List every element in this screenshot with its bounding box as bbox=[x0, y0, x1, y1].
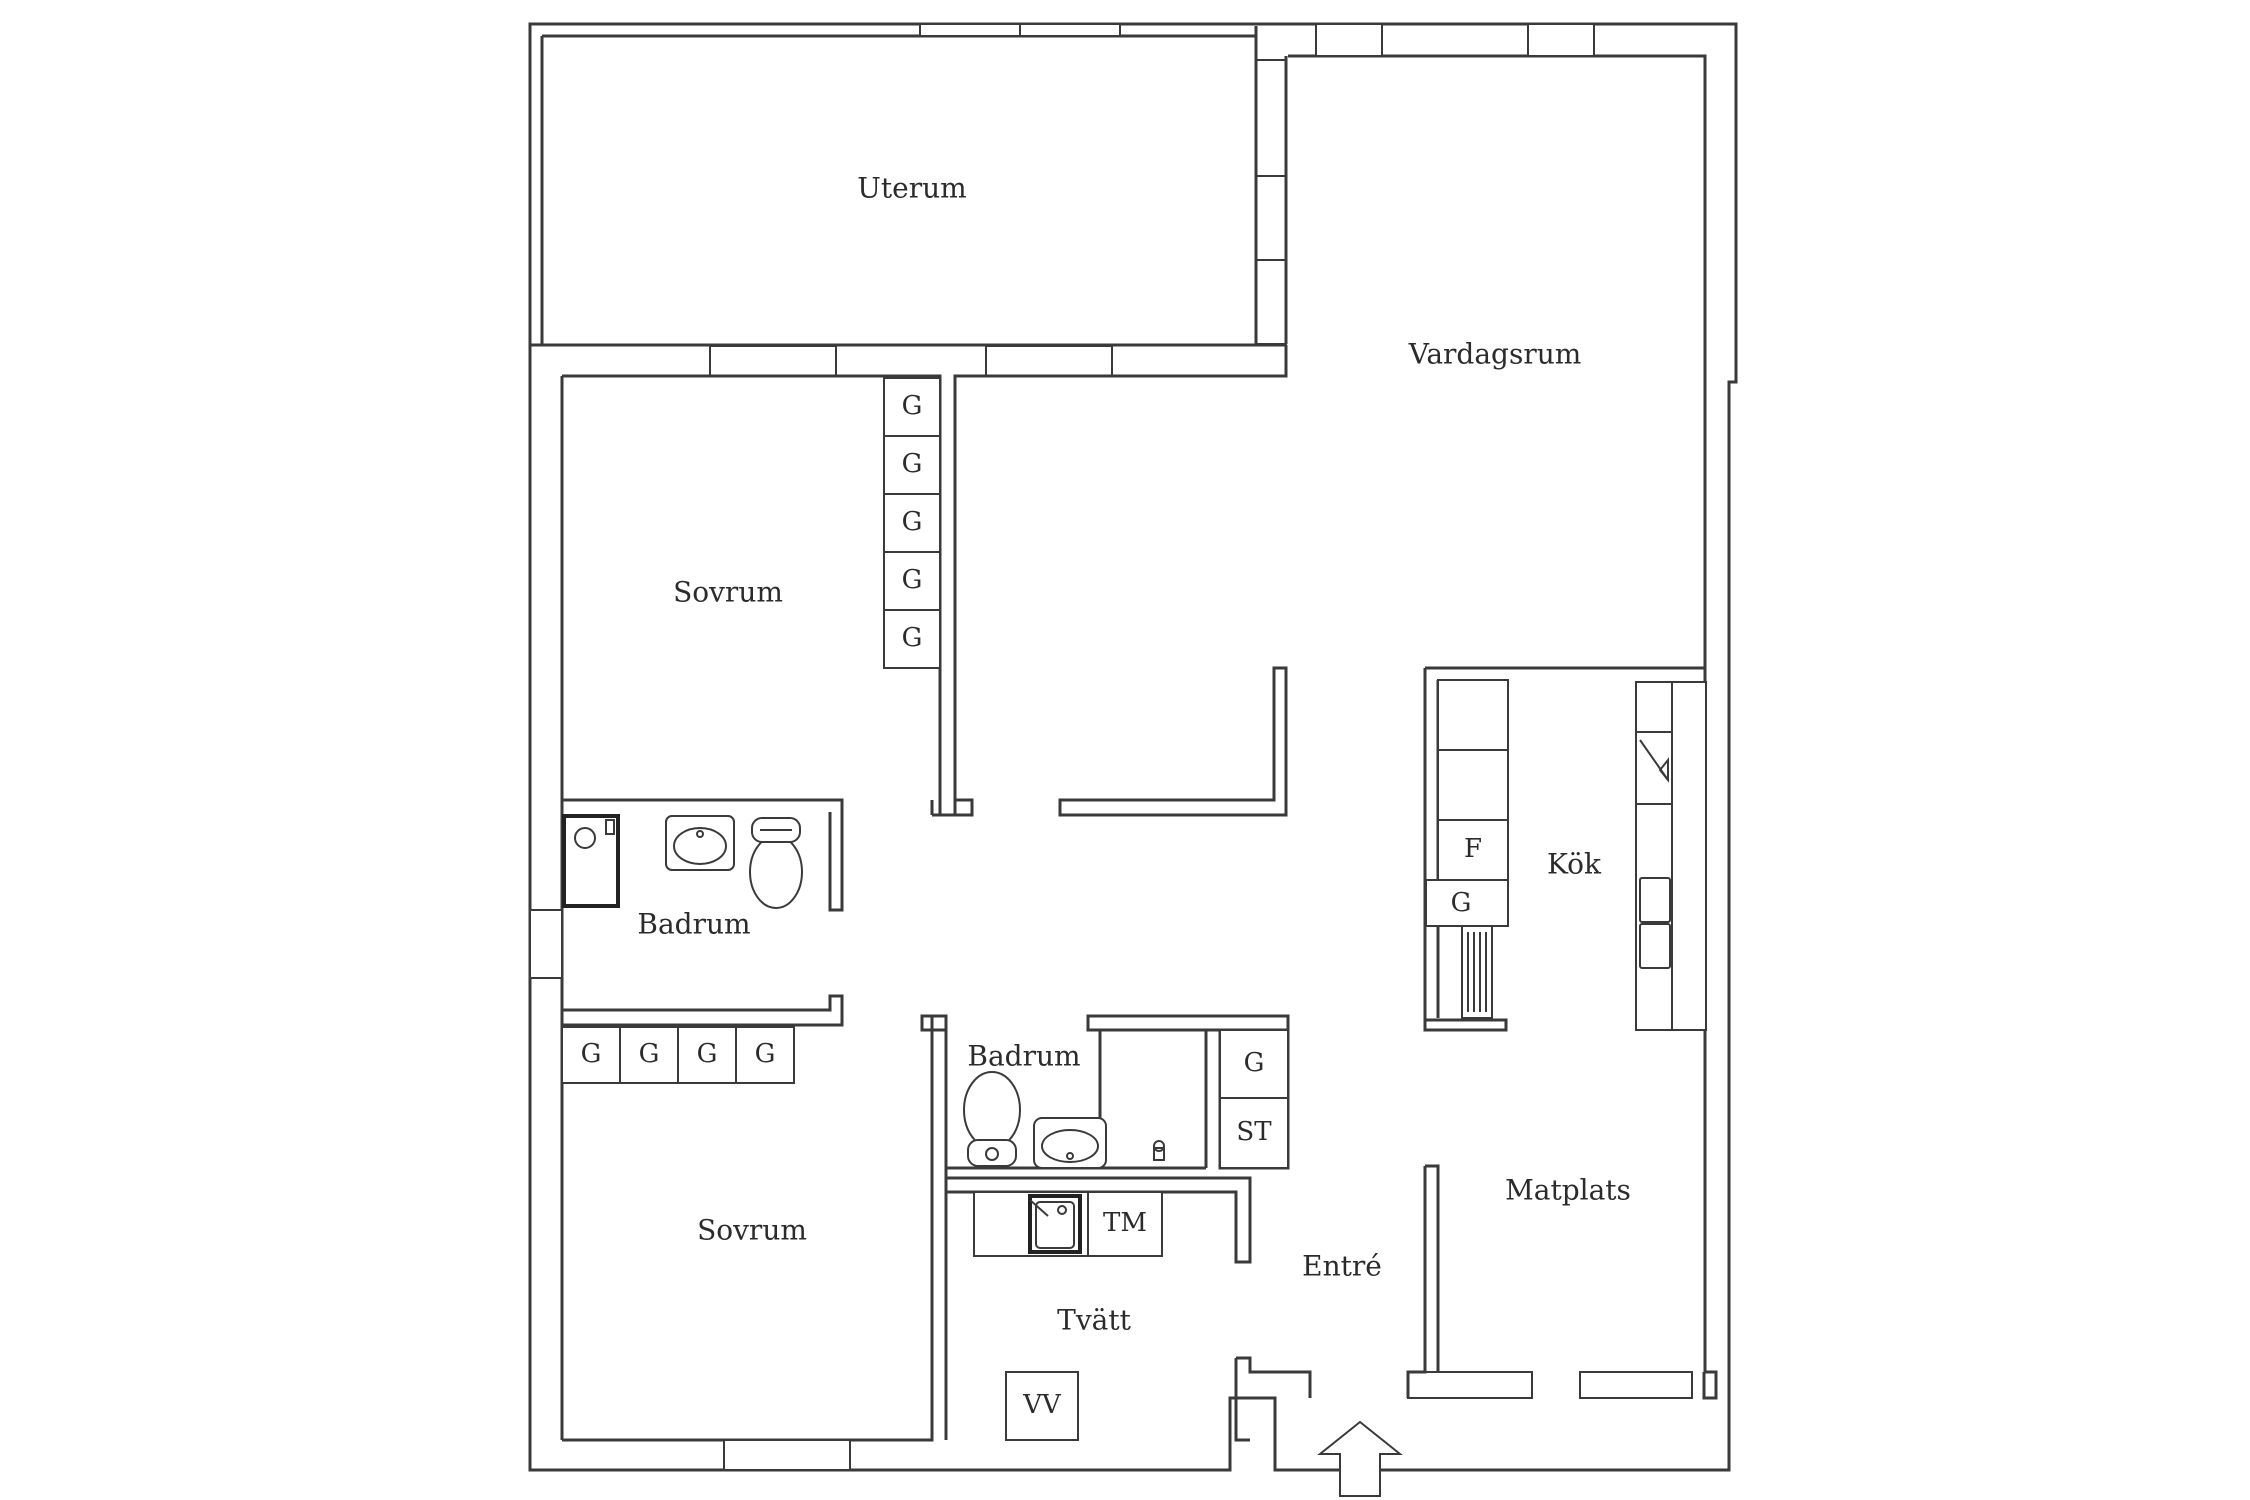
closet-label: G bbox=[581, 1039, 602, 1069]
closet-label: G bbox=[902, 391, 923, 421]
closet-label: G bbox=[755, 1039, 776, 1069]
room-label-uterum: Uterum bbox=[857, 172, 966, 205]
closet-label: G bbox=[902, 565, 923, 595]
room-label-vardagsrum: Vardagsrum bbox=[1408, 338, 1582, 371]
bathroom-center-fixtures bbox=[963, 1071, 1165, 1169]
closet-label: G bbox=[1244, 1048, 1265, 1078]
room-labels: Uterum Vardagsrum Sovrum Badrum Kök Badr… bbox=[637, 172, 1630, 1337]
bathroom-left-fixtures bbox=[562, 814, 803, 909]
closet-label: G bbox=[902, 449, 923, 479]
room-label-sovrum-bottom: Sovrum bbox=[697, 1214, 807, 1247]
laundry-fixtures: TM VV bbox=[973, 1191, 1163, 1441]
closet-label: G bbox=[697, 1039, 718, 1069]
closet-label: G bbox=[902, 507, 923, 537]
washing-machine-label: TM bbox=[1103, 1208, 1147, 1238]
fridge-label: F bbox=[1464, 834, 1482, 864]
room-label-kok: Kök bbox=[1547, 848, 1602, 881]
room-label-matplats: Matplats bbox=[1505, 1174, 1631, 1207]
room-label-badrum-center: Badrum bbox=[967, 1040, 1080, 1073]
closet-label: G bbox=[902, 623, 923, 653]
closet-label: ST bbox=[1236, 1117, 1272, 1147]
room-label-sovrum-top: Sovrum bbox=[673, 576, 783, 609]
closet-label: G bbox=[1451, 888, 1472, 918]
room-label-entre: Entré bbox=[1302, 1250, 1382, 1283]
water-heater-label: VV bbox=[1022, 1390, 1062, 1420]
kitchen-fixtures: F G bbox=[1425, 679, 1707, 1031]
room-label-badrum-left: Badrum bbox=[637, 908, 750, 941]
entrance-arrow-icon bbox=[1317, 1420, 1403, 1497]
closets-hall: G ST bbox=[1219, 1029, 1289, 1169]
room-label-tvatt: Tvätt bbox=[1057, 1304, 1131, 1337]
closets-bedroom-top: G G G G G bbox=[883, 377, 941, 669]
closets-bedroom-bottom: G G G G bbox=[561, 1026, 795, 1084]
closet-label: G bbox=[639, 1039, 660, 1069]
windows bbox=[529, 23, 1693, 1471]
